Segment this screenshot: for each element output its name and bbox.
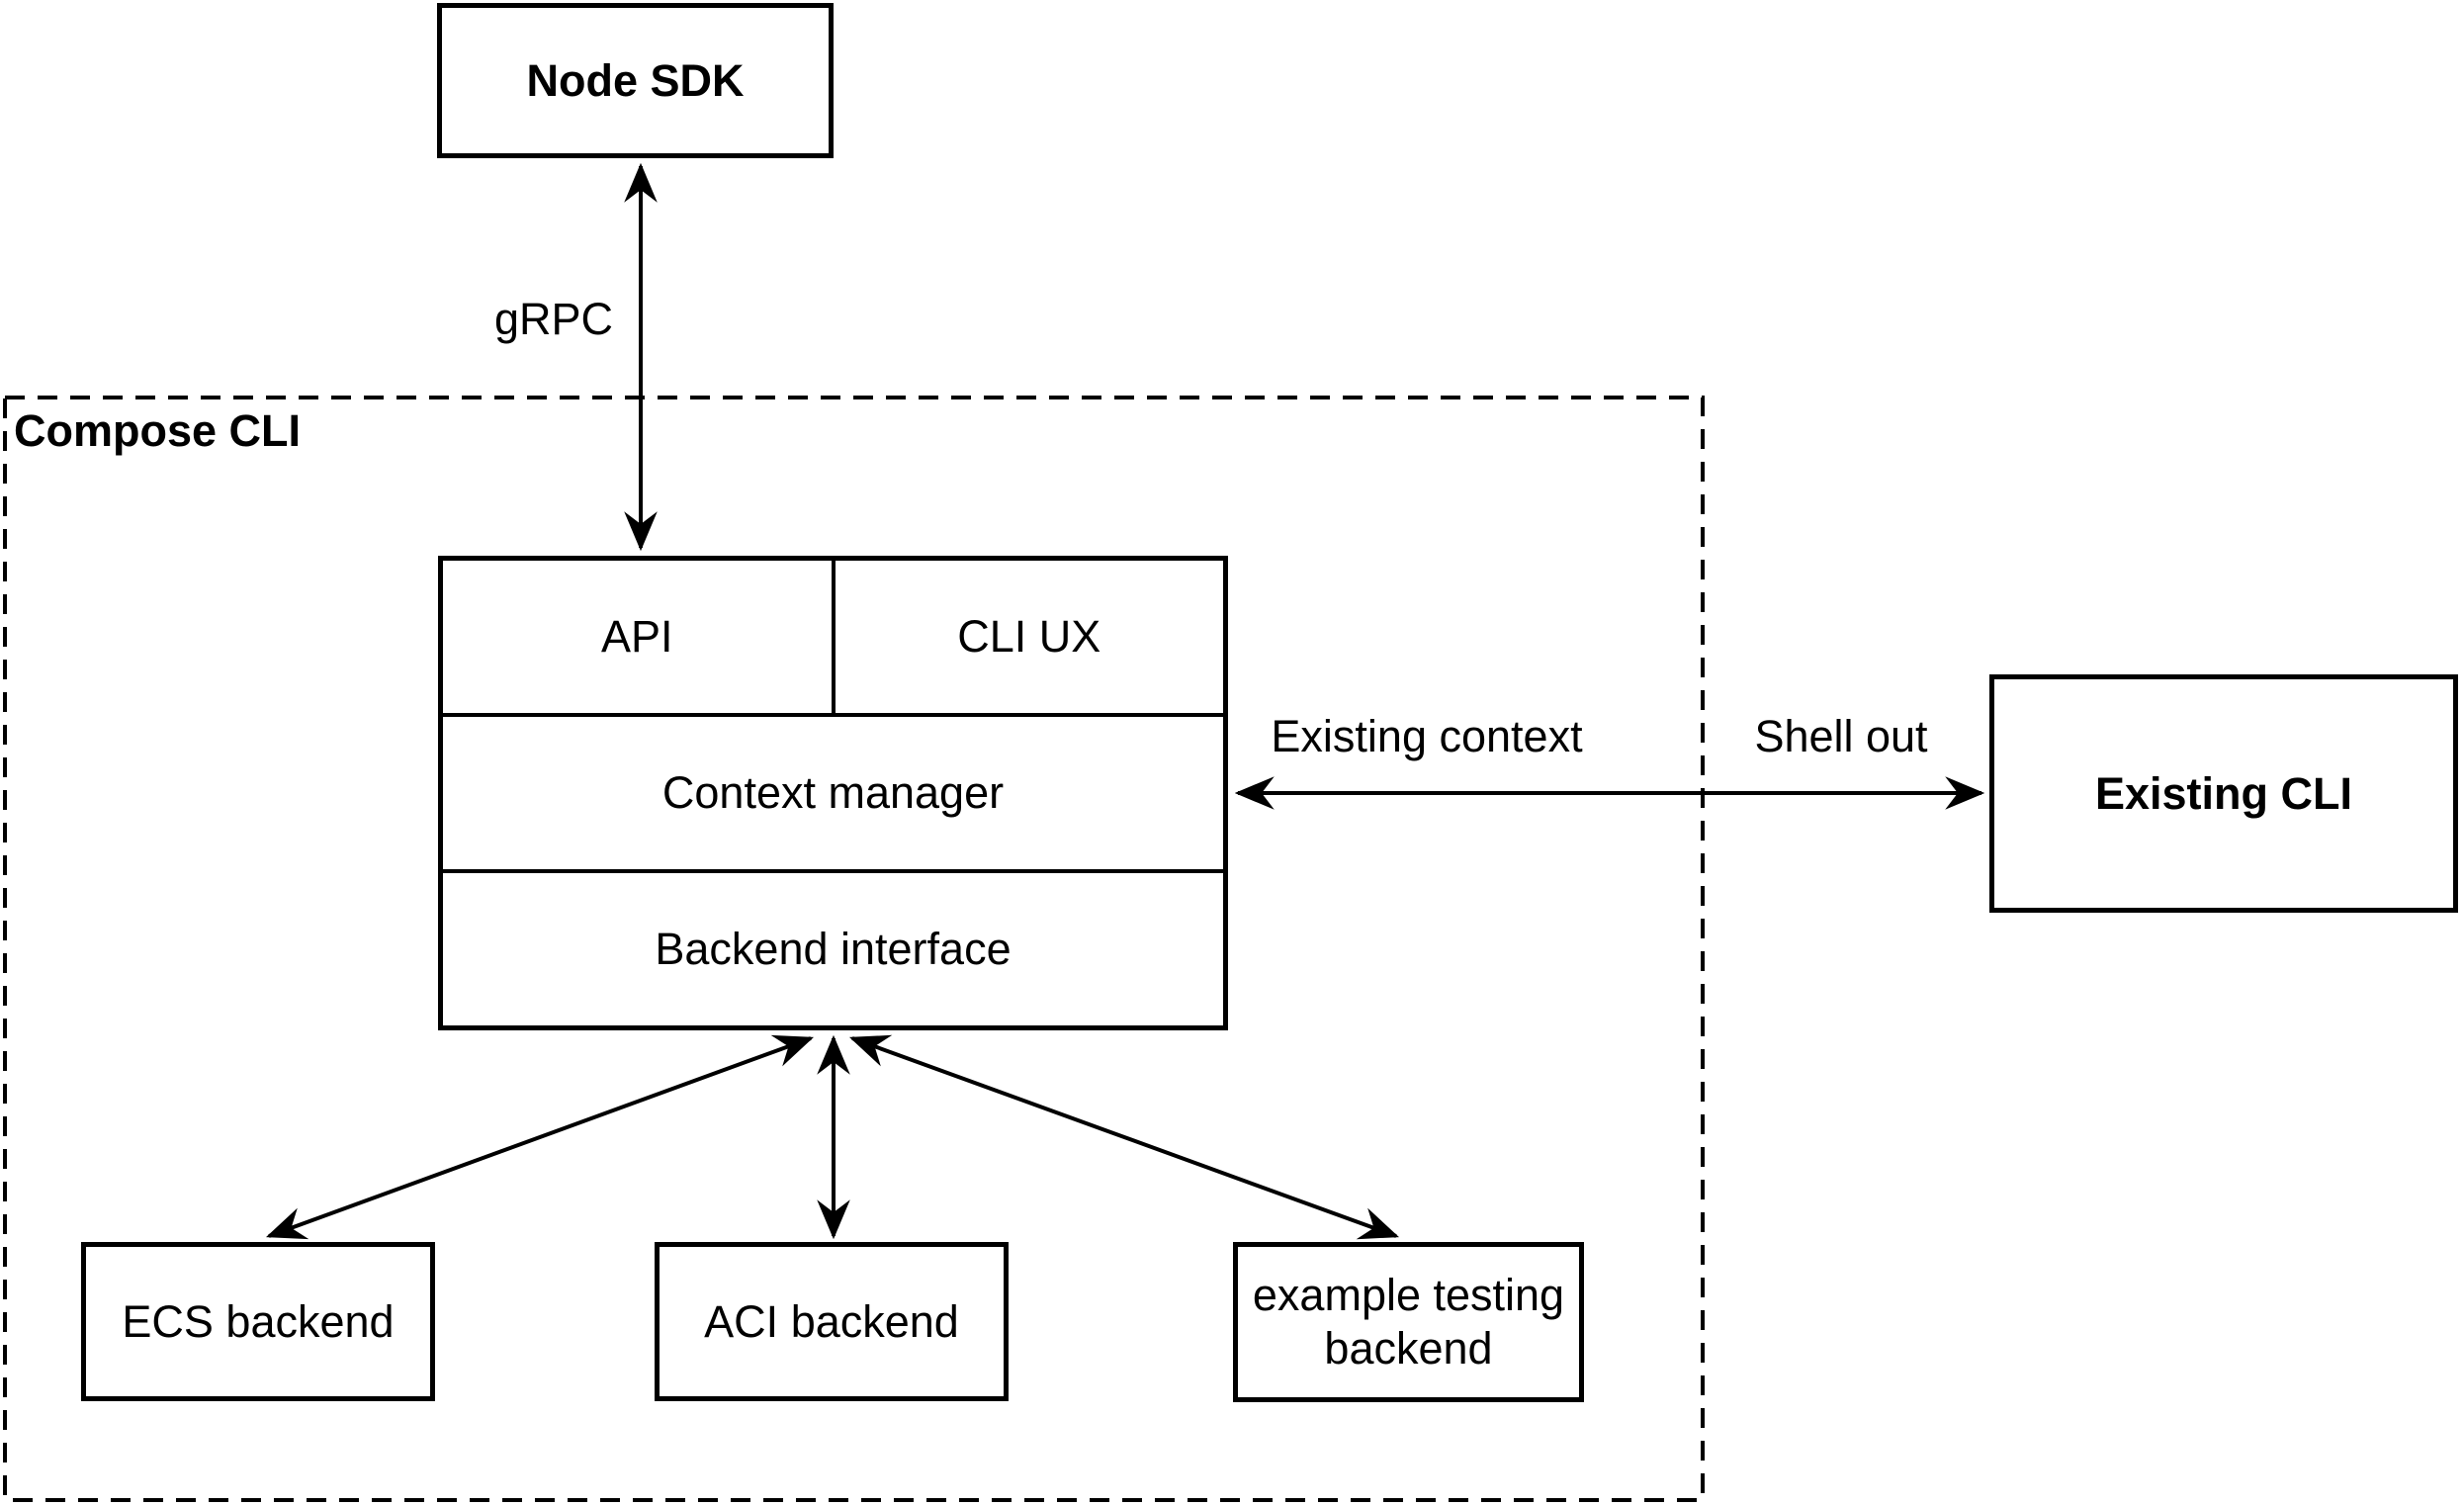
context-manager-row: Context manager [443,713,1223,869]
cli-ux-cell: CLI UX [831,561,1224,713]
backend-interface-row: Backend interface [443,869,1223,1025]
backend-interface-label: Backend interface [655,924,1012,974]
ecs-backend-box: ECS backend [81,1242,435,1401]
node-sdk-label: Node SDK [526,54,745,106]
api-label: API [600,611,673,662]
node-sdk-box: Node SDK [437,3,834,158]
shell-out-edge-label: Shell out [1754,711,1928,761]
context-manager-label: Context manager [661,767,1005,818]
aci-backend-label: ACI backend [704,1295,959,1347]
api-cell: API [443,561,832,713]
grpc-edge-label: gRPC [493,294,614,344]
existing-cli-box: Existing CLI [1989,674,2458,913]
existing-cli-label: Existing CLI [2094,767,2353,819]
compose-cli-group-label: Compose CLI [14,405,302,456]
ecs-backend-arrow [265,1034,815,1240]
existing-context-edge-label: Existing context [1271,711,1583,761]
example-testing-backend-label: example testing backend [1252,1270,1565,1374]
example-testing-backend-box: example testing backend [1233,1242,1584,1402]
ecs-backend-label: ECS backend [122,1295,395,1347]
aci-backend-box: ACI backend [655,1242,1009,1401]
example-backend-arrow [848,1034,1400,1240]
cli-ux-label: CLI UX [957,611,1101,662]
top-row: API CLI UX [443,561,1223,713]
compose-cli-core-box: API CLI UX Context manager Backend inter… [438,556,1228,1030]
